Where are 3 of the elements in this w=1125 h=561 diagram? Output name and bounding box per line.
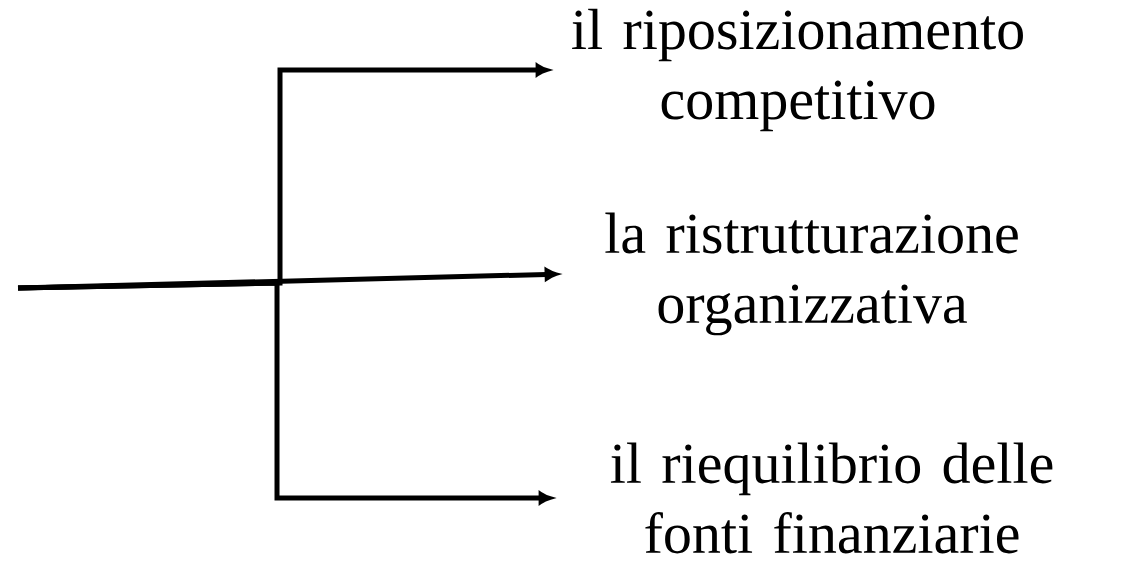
- item-text: la ristrutturazione organizzativa: [605, 212, 1018, 336]
- item-text: il riposizionamento competitivo: [572, 8, 1023, 132]
- item-text: il riequilibrio delle fonti finanziarie: [610, 442, 1053, 554]
